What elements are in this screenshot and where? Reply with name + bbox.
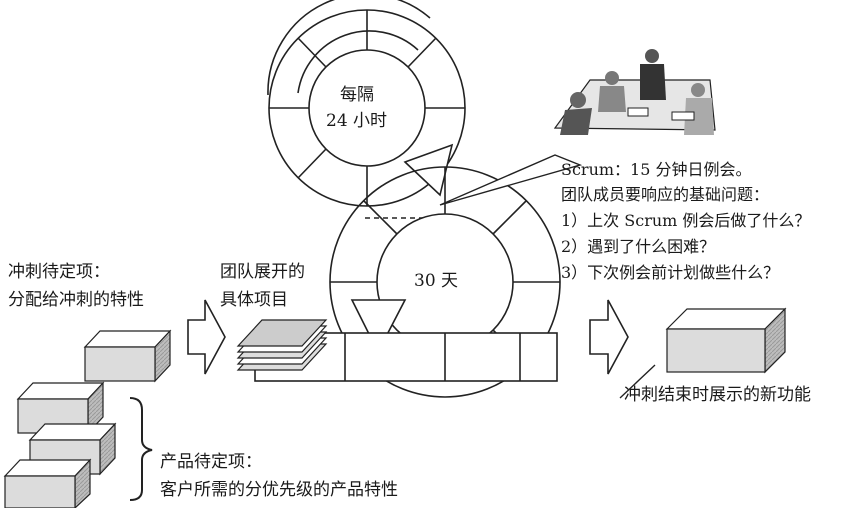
increment-label: 冲刺结束时展示的新功能 — [624, 385, 811, 405]
product-backlog-stack — [3, 381, 117, 508]
daily-cycle-line1: 每隔 — [340, 85, 374, 105]
daily-cycle-line2: 24 小时 — [326, 111, 388, 131]
daily-scrum-title: Scrum：15 分钟日例会。 — [561, 160, 752, 179]
product-backlog-bracket — [129, 397, 153, 501]
sprint-cycle-ring — [254, 166, 561, 398]
sprint-backlog-desc: 分配给冲刺的特性 — [8, 290, 144, 310]
sprint-cycle-arrow — [350, 299, 407, 354]
daily-scrum-question-1: 1）上次 Scrum 例会后做了什么？ — [561, 211, 811, 230]
increment-pointer — [619, 364, 656, 399]
increment-box — [665, 307, 787, 374]
product-backlog-desc: 客户所需的分优先级的产品特性 — [160, 480, 398, 500]
arrow-to-increment — [589, 299, 629, 375]
arrow-to-team — [187, 299, 226, 375]
task-sheets — [236, 319, 328, 371]
team-tasks-line1: 团队展开的 — [220, 262, 305, 282]
daily-scrum-question-intro: 团队成员要响应的基础问题： — [561, 185, 770, 204]
daily-scrum-question-3: 3）下次例会前计划做些什么？ — [561, 263, 780, 282]
sprint-cycle-label: 30 天 — [414, 271, 459, 291]
team-meeting-illustration — [553, 49, 716, 135]
speech-pointer — [439, 154, 583, 206]
sprint-backlog-box — [83, 329, 172, 383]
team-tasks-line2: 具体项目 — [220, 290, 288, 310]
product-backlog-title: 产品待定项： — [160, 452, 262, 472]
daily-cycle-arrow — [403, 143, 454, 197]
daily-scrum-question-2: 2）遇到了什么困难？ — [561, 237, 716, 256]
daily-cycle-ring — [267, 0, 466, 219]
sprint-backlog-title: 冲刺待定项： — [8, 262, 110, 282]
